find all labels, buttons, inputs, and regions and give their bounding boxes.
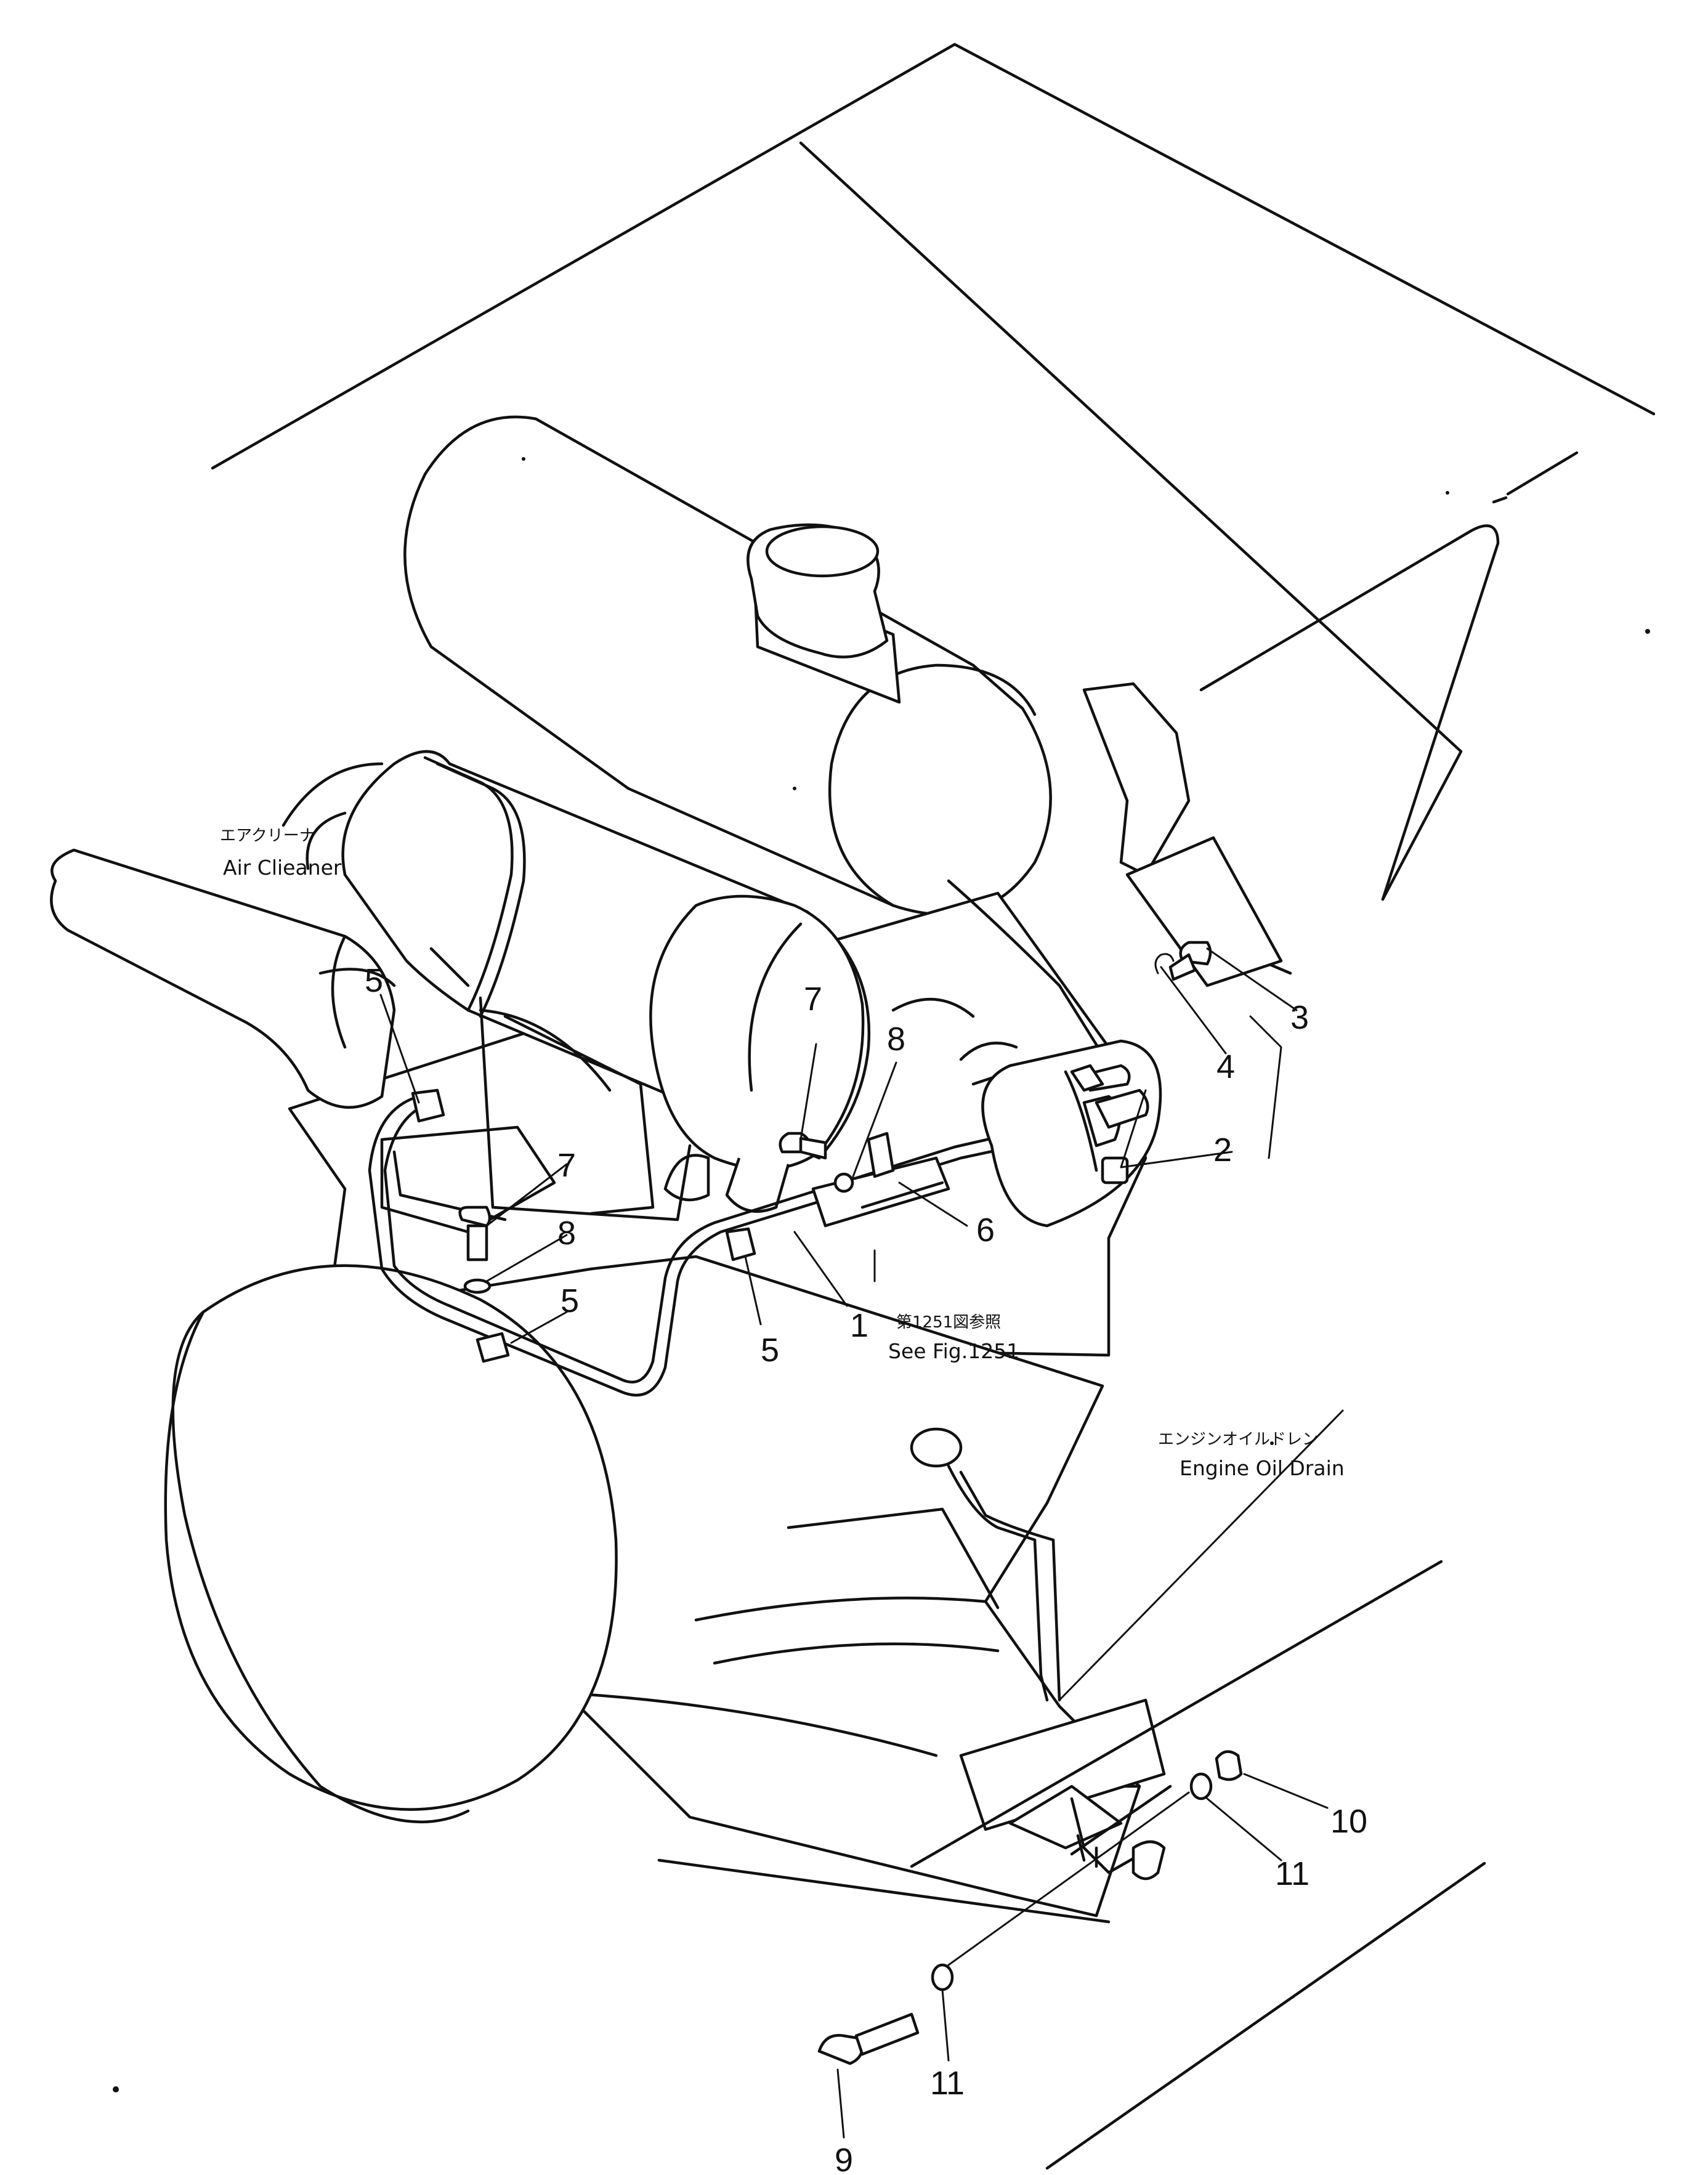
callout-10: 10 [1330,1803,1367,1840]
captions: エアクリーナ Air Clieaner 第1251図参照 See Fig.125… [220,827,1345,1480]
callout-4: 4 [1216,1048,1235,1085]
callout-5-top: 5 [365,962,383,999]
callout-8-lower: 8 [557,1215,576,1252]
ground-lines [910,1560,1486,2170]
air-cleaner [50,750,871,1221]
hood-outline [211,43,1656,975]
leader-lines [379,947,1344,2139]
callout-9: 9 [835,2142,853,2175]
callout-5-middle: 5 [761,1332,779,1369]
callout-1: 1 [850,1307,868,1344]
fastener-parts [458,941,1243,2065]
clamp-parts [411,1088,895,1363]
oil-pipe [368,756,1129,1397]
air-cleaner-label-jp: エアクリーナ [220,827,315,845]
fan-shroud [1082,682,1283,987]
callout-11-bottom: 11 [930,2065,965,2102]
callout-11-right: 11 [1275,1855,1309,1892]
air-cleaner-label-en: Air Clieaner [223,856,342,880]
oil-filter [981,1039,1162,1228]
scan-dots [113,457,1650,2092]
callout-3: 3 [1290,999,1309,1036]
oil-drain-pipe [910,1427,1166,1881]
callout-numbers: 1 2 3 4 5 5 5 6 7 7 8 8 9 10 11 11 [365,962,1367,2175]
flywheel-housing [164,1264,618,1824]
callout-7-upper: 7 [804,981,822,1018]
callout-5-lower: 5 [561,1282,579,1319]
engine-oil-drain-label-en: Engine Oil Drain [1180,1456,1345,1480]
see-fig-label-en: See Fig.1251 [888,1339,1019,1363]
callout-8-upper: 8 [887,1021,905,1058]
engine-oil-drain-label-jp: エンジンオイルドレン [1158,1430,1318,1449]
callout-6: 6 [976,1212,995,1249]
muffler [403,415,1052,916]
callout-7-lower: 7 [557,1147,576,1184]
callout-2: 2 [1213,1132,1232,1169]
see-fig-label-jp: 第1251図参照 [896,1313,1001,1332]
